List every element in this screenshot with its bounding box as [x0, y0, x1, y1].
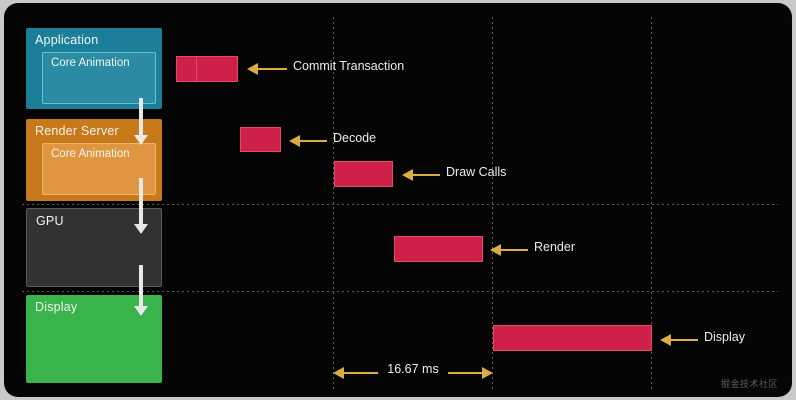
callout-display-label: Display [704, 330, 745, 344]
bar-decode [240, 127, 281, 152]
lane-gpu-label: GPU [36, 214, 64, 228]
callout-display: Display [660, 330, 770, 348]
callout-line [500, 249, 528, 251]
bar-draw-calls [334, 161, 393, 187]
bar-commit-transaction-a [176, 56, 197, 82]
callout-commit-transaction: Commit Transaction [247, 59, 407, 77]
lane-render-server-label: Render Server [35, 124, 119, 138]
flow-arrow-app-to-render-icon [134, 98, 148, 145]
arrow-head-icon [490, 244, 501, 256]
bar-commit-transaction-b [196, 56, 238, 82]
hline-gpu-display [22, 291, 778, 292]
callout-draw-calls: Draw Calls [402, 165, 522, 183]
lane-display-label: Display [35, 300, 78, 314]
bar-display [493, 325, 652, 351]
arrow-head-icon [402, 169, 413, 181]
callout-line [670, 339, 698, 341]
arrow-head-icon [289, 135, 300, 147]
bar-render [394, 236, 483, 262]
callout-decode: Decode [289, 131, 399, 149]
flow-arrow-render-to-gpu-icon [134, 178, 148, 234]
callout-render: Render [490, 240, 600, 258]
lane-application: Application Core Animation [26, 28, 162, 109]
arrow-head-icon [247, 63, 258, 75]
callout-line [299, 140, 327, 142]
arrow-head-icon [660, 334, 671, 346]
arrow-head-left-icon [333, 367, 344, 379]
vline-frame-end [651, 17, 652, 389]
diagram-panel: Application Core Animation Render Server… [4, 3, 792, 397]
lane-application-core-animation-label: Core Animation [51, 57, 130, 69]
watermark: 掘金技术社区 [720, 379, 778, 389]
frame-duration-measure: 16.67 ms [333, 362, 493, 382]
vline-frame-mid [492, 17, 493, 389]
flow-arrow-gpu-to-display-icon [134, 265, 148, 316]
lane-render-server-core-animation-box: Core Animation [42, 143, 156, 195]
callout-render-label: Render [534, 240, 575, 254]
callout-line [412, 174, 440, 176]
hline-render-gpu [22, 204, 778, 205]
callout-draw-calls-label: Draw Calls [446, 165, 507, 179]
frame-duration-label: 16.67 ms [378, 362, 448, 376]
vline-frame-start [333, 17, 334, 389]
callout-decode-label: Decode [333, 131, 377, 145]
lane-application-core-animation-box: Core Animation [42, 52, 156, 104]
callout-commit-transaction-label: Commit Transaction [293, 59, 405, 73]
lane-render-server-core-animation-label: Core Animation [51, 148, 130, 160]
arrow-head-right-icon [482, 367, 493, 379]
callout-line [257, 68, 287, 70]
lane-application-label: Application [35, 33, 99, 47]
